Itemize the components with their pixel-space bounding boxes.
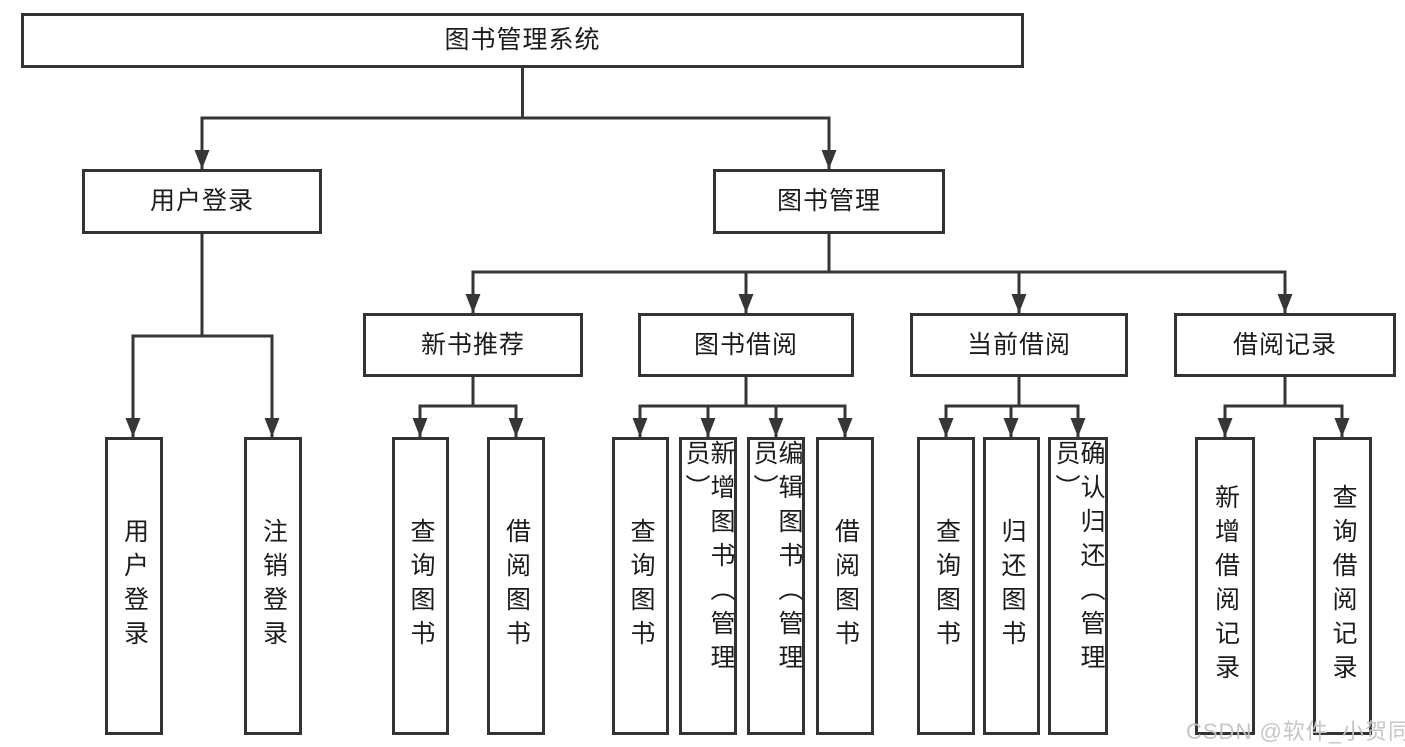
node-leaf-nb-query-books: 查询图书 [392,437,449,735]
node-new-book-recommend: 新书推荐 [363,313,583,377]
node-leaf-br-query-record: 查询借阅记录 [1313,437,1372,735]
node-leaf-bb-add-books-admin: 新增图书（管理员） [679,437,737,735]
node-leaf-bb-edit-books-admin: 编辑图书（管理员） [747,437,805,735]
node-leaf-bb-borrow-books: 借阅图书 [816,437,874,735]
node-leaf-cb-return-books: 归还图书 [983,437,1040,735]
node-current-borrowing: 当前借阅 [910,313,1128,377]
node-leaf-user-login: 用户登录 [105,437,163,735]
node-book-management: 图书管理 [713,169,945,234]
node-root-system: 图书管理系统 [21,13,1024,68]
node-leaf-br-add-record: 新增借阅记录 [1195,437,1255,735]
node-leaf-cb-query-books: 查询图书 [917,437,975,735]
node-book-borrowing: 图书借阅 [638,313,854,377]
node-leaf-nb-borrow-books: 借阅图书 [487,437,545,735]
node-leaf-logout: 注销登录 [244,437,302,735]
node-leaf-bb-query-books: 查询图书 [612,437,669,735]
node-leaf-cb-confirm-return-admin: 确认归还（管理员） [1048,437,1108,735]
node-user-login: 用户登录 [82,169,322,234]
csdn-watermark: CSDN @软件_小贺同学 [1186,719,1405,744]
node-borrowing-records: 借阅记录 [1174,313,1396,377]
